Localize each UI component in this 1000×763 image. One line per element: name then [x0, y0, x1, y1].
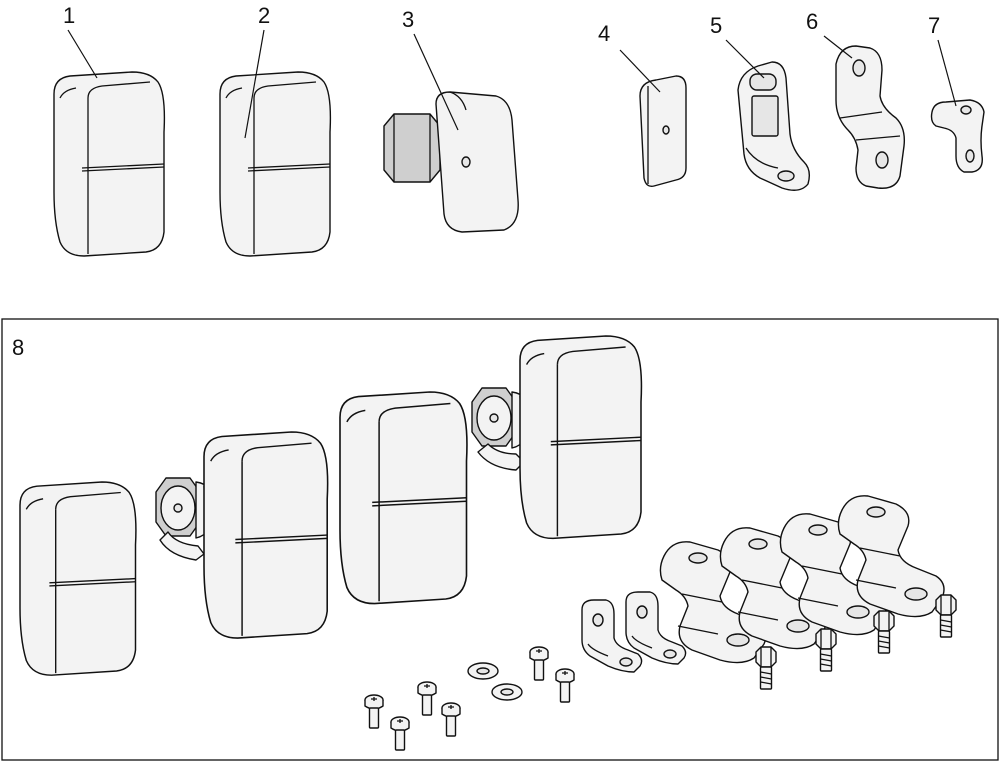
kit-label: 8 — [12, 335, 24, 360]
kit-mirror-right-front — [519, 335, 643, 540]
kit-frame — [1, 318, 999, 761]
kit-screw-1 — [364, 694, 384, 729]
part-3-mirror-head-with-pivot — [383, 91, 519, 233]
callout-4-leader — [619, 49, 661, 93]
callout-6-label: 6 — [806, 9, 818, 34]
kit-hex-bolt-1 — [755, 646, 777, 690]
kit-mirror-left-front — [203, 431, 329, 639]
part-1-mirror-housing — [53, 71, 166, 257]
part-4-mounting-plate — [639, 75, 687, 188]
callout-7-label: 7 — [928, 13, 940, 38]
part-7-angle-bracket — [930, 99, 985, 173]
callout-6-leader — [823, 35, 853, 59]
kit-arm-right — [477, 443, 525, 471]
kit-hex-bolt-3 — [873, 610, 895, 654]
kit-screw-3 — [417, 681, 437, 716]
part-5-slotted-bracket — [737, 61, 811, 191]
kit-arm-left — [159, 531, 205, 561]
kit-mirror-right-rear — [339, 391, 468, 605]
kit-hex-bolt-4 — [935, 594, 957, 638]
kit-washer-1 — [467, 662, 499, 680]
callout-4-label: 4 — [598, 21, 610, 46]
kit-screw-6 — [555, 668, 575, 703]
kit-washer-2 — [491, 683, 523, 701]
callout-1-label: 1 — [63, 3, 75, 28]
callout-2-leader — [244, 29, 265, 139]
kit-screw-5 — [529, 646, 549, 681]
callout-2-label: 2 — [258, 3, 270, 28]
callout-3-label: 3 — [402, 7, 414, 32]
callout-5-label: 5 — [710, 13, 722, 38]
callout-1-leader — [67, 29, 98, 79]
kit-hex-bolt-2 — [815, 628, 837, 672]
callout-5-leader — [725, 39, 765, 79]
callout-7-leader — [937, 39, 957, 107]
kit-screw-4 — [441, 702, 461, 737]
callout-3-leader — [413, 33, 459, 131]
kit-screw-2 — [390, 716, 410, 751]
kit-mirror-left-rear — [19, 481, 137, 676]
part-6-offset-bracket — [835, 45, 906, 189]
part-2-mirror-housing — [219, 71, 332, 257]
